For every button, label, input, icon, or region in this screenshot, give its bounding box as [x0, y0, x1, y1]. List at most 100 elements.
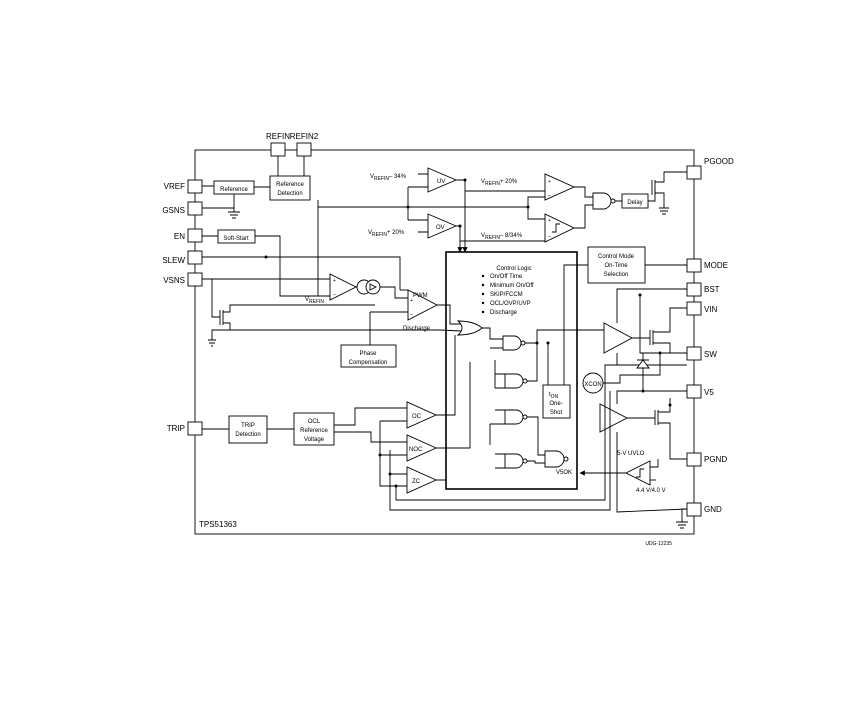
- svg-text:+: +: [333, 278, 336, 284]
- svg-text:–: –: [410, 312, 413, 318]
- svg-text:VSNS: VSNS: [163, 276, 185, 285]
- logic-gate-4: [504, 453, 528, 469]
- svg-text:ZC: ZC: [412, 479, 421, 485]
- pin-v5: V5: [686, 384, 714, 399]
- svg-text:Shot: Shot: [550, 410, 563, 416]
- svg-text:SKIP/FCCM: SKIP/FCCM: [490, 292, 523, 298]
- pin-vref: VREF: [164, 179, 203, 194]
- svg-text:PGOOD: PGOOD: [704, 157, 734, 166]
- svg-text:Detection: Detection: [235, 432, 260, 438]
- ground-symbol-gsns: [228, 211, 240, 219]
- one-shot-block: tON One- Shot: [542, 384, 571, 419]
- svg-text:tON: tON: [549, 392, 559, 400]
- control-mode-selection-block: Control Mode On-Time Selection: [587, 246, 646, 284]
- discharge-fet: [211, 304, 375, 340]
- svg-text:Reference: Reference: [300, 428, 328, 434]
- svg-text:REFIN: REFIN: [266, 132, 290, 141]
- svg-text:On/Off Time: On/Off Time: [490, 274, 523, 280]
- svg-text:PWM: PWM: [413, 293, 428, 299]
- pwm-comparator: PWM + –: [407, 289, 438, 321]
- svg-text:Delay: Delay: [627, 200, 642, 206]
- svg-text:+: +: [410, 298, 413, 304]
- svg-text:Compensation: Compensation: [349, 360, 388, 366]
- svg-text:Voltage: Voltage: [304, 437, 325, 443]
- svg-text:UV: UV: [437, 179, 445, 185]
- svg-text:+: +: [548, 218, 551, 224]
- svg-text:Selection: Selection: [604, 272, 629, 278]
- soft-start-block: Soft-Start: [217, 229, 256, 244]
- pin-pgnd: PGND: [686, 452, 727, 467]
- svg-text:–: –: [548, 234, 551, 240]
- pin-vin: VIN: [686, 301, 718, 316]
- svg-text:TRIP: TRIP: [241, 423, 255, 429]
- svg-text:OV: OV: [436, 225, 445, 231]
- logic-gate-1: [502, 335, 526, 351]
- svg-text:VREFIN+ 20%: VREFIN+ 20%: [481, 179, 518, 187]
- phase-compensation-block: Phase Compensation: [340, 344, 397, 368]
- pin-sw: SW: [686, 346, 717, 361]
- pin-slew: SLEW: [162, 250, 203, 265]
- pin-trip: TRIP: [167, 421, 203, 436]
- v5ok-label: V5OK: [556, 470, 572, 476]
- svg-text:Discharge: Discharge: [490, 310, 518, 316]
- control-logic-block: [445, 251, 578, 490]
- svg-text:REFIN2: REFIN2: [290, 132, 319, 141]
- reference-detection-block: Reference Detection: [269, 175, 311, 201]
- svg-text:VIN: VIN: [704, 305, 718, 314]
- trip-detection-block: TRIP Detection: [228, 415, 268, 444]
- pgood-lower-comparator: + –: [544, 213, 576, 243]
- svg-text:–: –: [548, 193, 551, 199]
- svg-text:NOC: NOC: [409, 447, 423, 453]
- svg-text:Reference: Reference: [276, 182, 304, 188]
- svg-text:–: –: [333, 292, 336, 298]
- svg-text:SLEW: SLEW: [162, 256, 185, 265]
- current-source: [356, 279, 381, 295]
- drawing-code: UDG-12235: [645, 541, 672, 547]
- svg-text:SW: SW: [704, 350, 717, 359]
- svg-text:OCL: OCL: [308, 419, 321, 425]
- pin-bst: BST: [686, 282, 720, 297]
- zc-comparator: ZC: [406, 466, 438, 494]
- pgood-fet: [651, 171, 687, 208]
- pin-refin: REFIN: [266, 132, 290, 157]
- logic-gate-2: [504, 373, 528, 389]
- ocl-reference-voltage-block: OCL Reference Voltage: [293, 412, 335, 446]
- logic-gate-5: [544, 450, 569, 468]
- svg-text:Control Mode: Control Mode: [598, 254, 635, 260]
- chip-name: TPS51363: [199, 520, 237, 529]
- delay-block: Delay: [621, 193, 649, 209]
- pin-vsns: VSNS: [163, 272, 203, 287]
- svg-text:VREFIN: VREFIN: [305, 297, 324, 305]
- oc-comparator: OC: [406, 401, 438, 429]
- control-logic-title: Control Logic: [496, 266, 531, 272]
- svg-text:PGND: PGND: [704, 455, 727, 464]
- svg-text:One-: One-: [549, 401, 562, 407]
- pin-mode: MODE: [686, 258, 728, 273]
- ground-symbol-gnd: [676, 508, 688, 529]
- svg-text:EN: EN: [174, 232, 185, 241]
- svg-text:On-Time: On-Time: [604, 263, 628, 269]
- pin-en: EN: [174, 228, 203, 243]
- low-side-fet: [654, 398, 687, 460]
- svg-text:VREFIN– 8/34%: VREFIN– 8/34%: [481, 233, 523, 241]
- pgood-upper-comparator: + –: [544, 173, 576, 201]
- svg-text:BST: BST: [704, 285, 720, 294]
- svg-text:OCL/OVP/UVP: OCL/OVP/UVP: [490, 301, 531, 307]
- svg-text:Phase: Phase: [359, 351, 377, 357]
- svg-text:VREF: VREF: [164, 182, 185, 191]
- svg-text:Reference: Reference: [220, 187, 248, 193]
- svg-text:Detection: Detection: [277, 191, 302, 197]
- pin-gsns: GSNS: [162, 201, 203, 216]
- svg-text:VREFIN+ 20%: VREFIN+ 20%: [368, 230, 405, 238]
- ov-comparator: OV: [427, 213, 458, 239]
- uvlo-label: 5-V UVLO: [617, 451, 645, 457]
- pin-refin2: REFIN2: [290, 132, 319, 157]
- low-side-driver: [599, 403, 628, 433]
- svg-text:V5: V5: [704, 388, 714, 397]
- svg-text:Minimum On/Off: Minimum On/Off: [490, 283, 534, 289]
- reference-block: Reference: [213, 180, 255, 195]
- svg-text:Soft-Start: Soft-Start: [223, 236, 249, 242]
- high-side-driver: [603, 322, 633, 354]
- uvlo-threshold: 4.4 V/4.0 V: [636, 488, 666, 494]
